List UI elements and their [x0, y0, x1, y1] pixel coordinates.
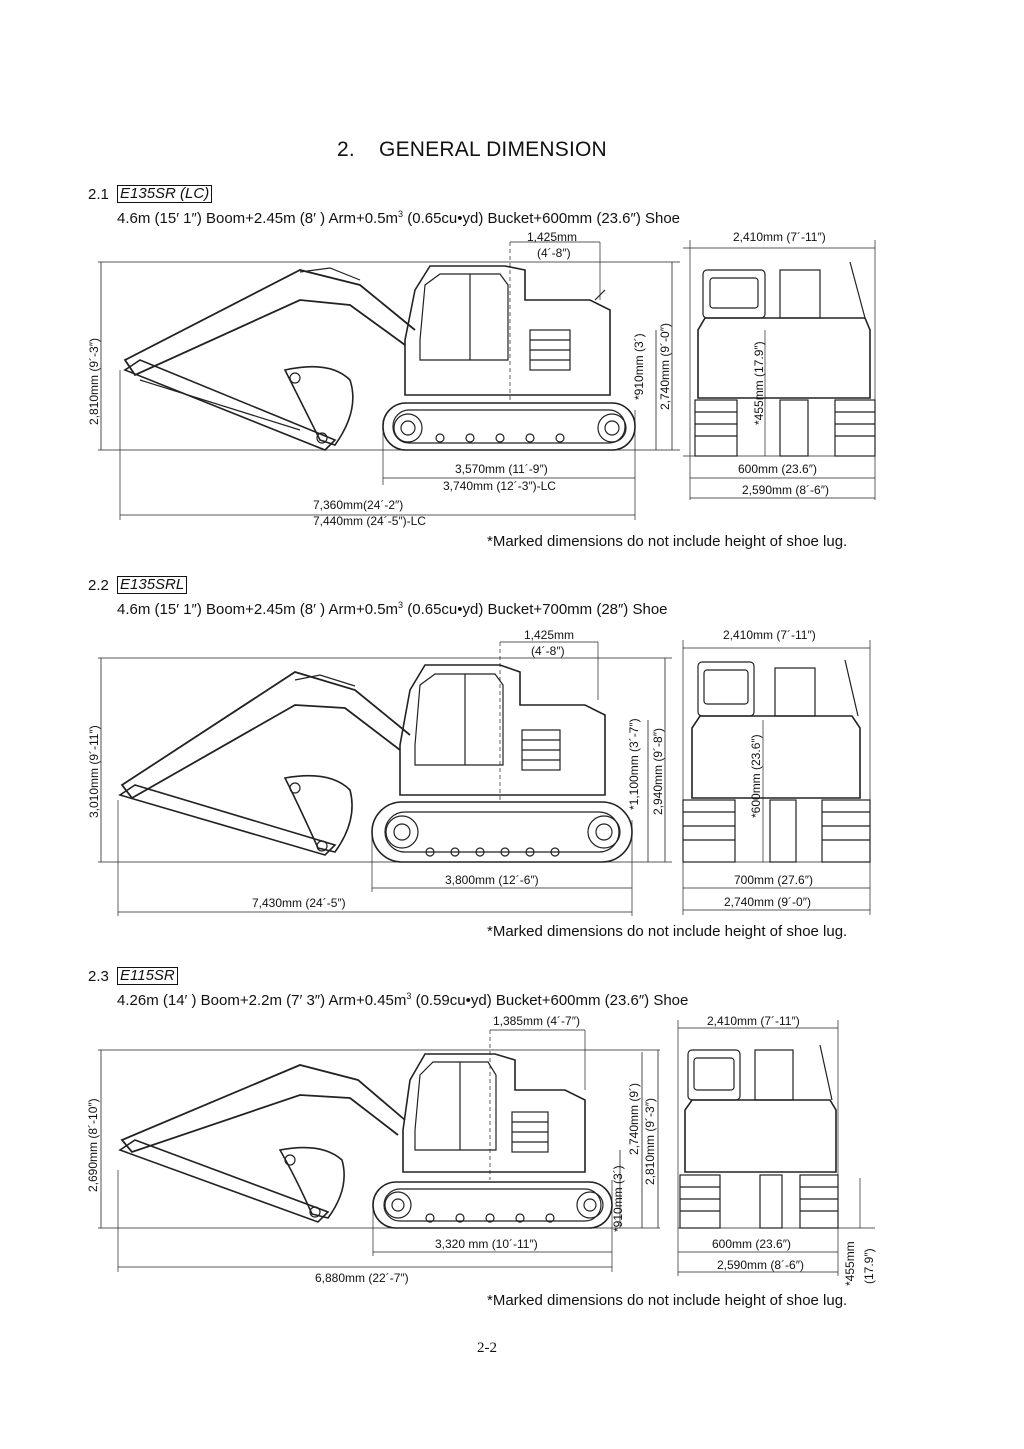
- section-number: 2.2: [88, 577, 109, 594]
- dim-ground-clearance: *455mm: [843, 1241, 857, 1286]
- dim-counterweight-clearance: *910mm (3´): [611, 1165, 625, 1232]
- dim-overall-length: 6,880mm (22´-7″): [315, 1271, 409, 1285]
- dim-shoe-width: 700mm (27.6″): [734, 873, 813, 887]
- page-number: 2-2: [477, 1340, 497, 1356]
- dim-track-length: 3,320 mm (10´-11″): [435, 1237, 538, 1251]
- footnote: *Marked dimensions do not include height…: [487, 1292, 848, 1309]
- dim-tail-swing: 1,425mm: [524, 628, 575, 642]
- dim-tail-swing-imperial: (4´-8″): [537, 246, 571, 260]
- spec-line: 4.6m (15′ 1″) Boom+2.45m (8′ ) Arm+0.5m3…: [117, 600, 668, 618]
- dim-overall-width: 2,590mm (8´-6″): [742, 483, 829, 497]
- dim-upper-width: 2,410mm (7´-11″): [707, 1014, 800, 1028]
- page-title: 2. GENERAL DIMENSION: [337, 138, 607, 161]
- dim-shoe-width: 600mm (23.6″): [712, 1237, 791, 1251]
- spec-line: 4.26m (14′ ) Boom+2.2m (7′ 3″) Arm+0.45m…: [117, 991, 689, 1009]
- dim-overall-height: 2,690mm (8´-10″): [86, 1098, 100, 1192]
- dim-overall-length-lc: 7,440mm (24´-5″)-LC: [313, 514, 426, 528]
- spec-line: 4.6m (15′ 1″) Boom+2.45m (8′ ) Arm+0.5m3…: [117, 209, 681, 227]
- dim-upper-width: 2,410mm (7´-11″): [733, 230, 826, 244]
- model-name: E135SRL: [117, 576, 188, 594]
- dim-overall-width: 2,590mm (8´-6″): [717, 1258, 804, 1272]
- dim-overall-height-2: 2,810mm (9´-3″): [643, 1098, 657, 1185]
- dim-cab-height: 2,740mm (9´): [627, 1082, 641, 1155]
- model-name: E135SR (LC): [117, 185, 213, 203]
- dim-overall-width: 2,740mm (9´-0″): [724, 895, 811, 909]
- dim-upper-width: 2,410mm (7´-11″): [723, 628, 816, 642]
- dim-shoe-width: 600mm (23.6″): [738, 462, 817, 476]
- section-number: 2.1: [88, 186, 109, 203]
- footnote: *Marked dimensions do not include height…: [487, 533, 848, 550]
- model-name: E115SR: [117, 967, 178, 985]
- dim-overall-length: 7,360mm(24´-2″): [313, 498, 404, 512]
- dim-track-length-lc: 3,740mm (12´-3″)-LC: [443, 479, 556, 493]
- dim-ground-clearance-imperial: (17.9″): [862, 1248, 876, 1284]
- dim-overall-length: 7,430mm (24´-5″): [252, 896, 346, 910]
- section-number: 2.3: [88, 968, 109, 985]
- dim-track-length: 3,570mm (11´-9″): [455, 462, 548, 476]
- dim-tail-swing-imperial: (4´-8″): [531, 644, 565, 658]
- footnote: *Marked dimensions do not include height…: [487, 923, 848, 940]
- dim-tail-swing: 1,425mm: [527, 230, 578, 244]
- dim-track-length: 3,800mm (12´-6″): [445, 873, 539, 887]
- dim-tail-swing: 1,385mm (4´-7″): [493, 1014, 580, 1028]
